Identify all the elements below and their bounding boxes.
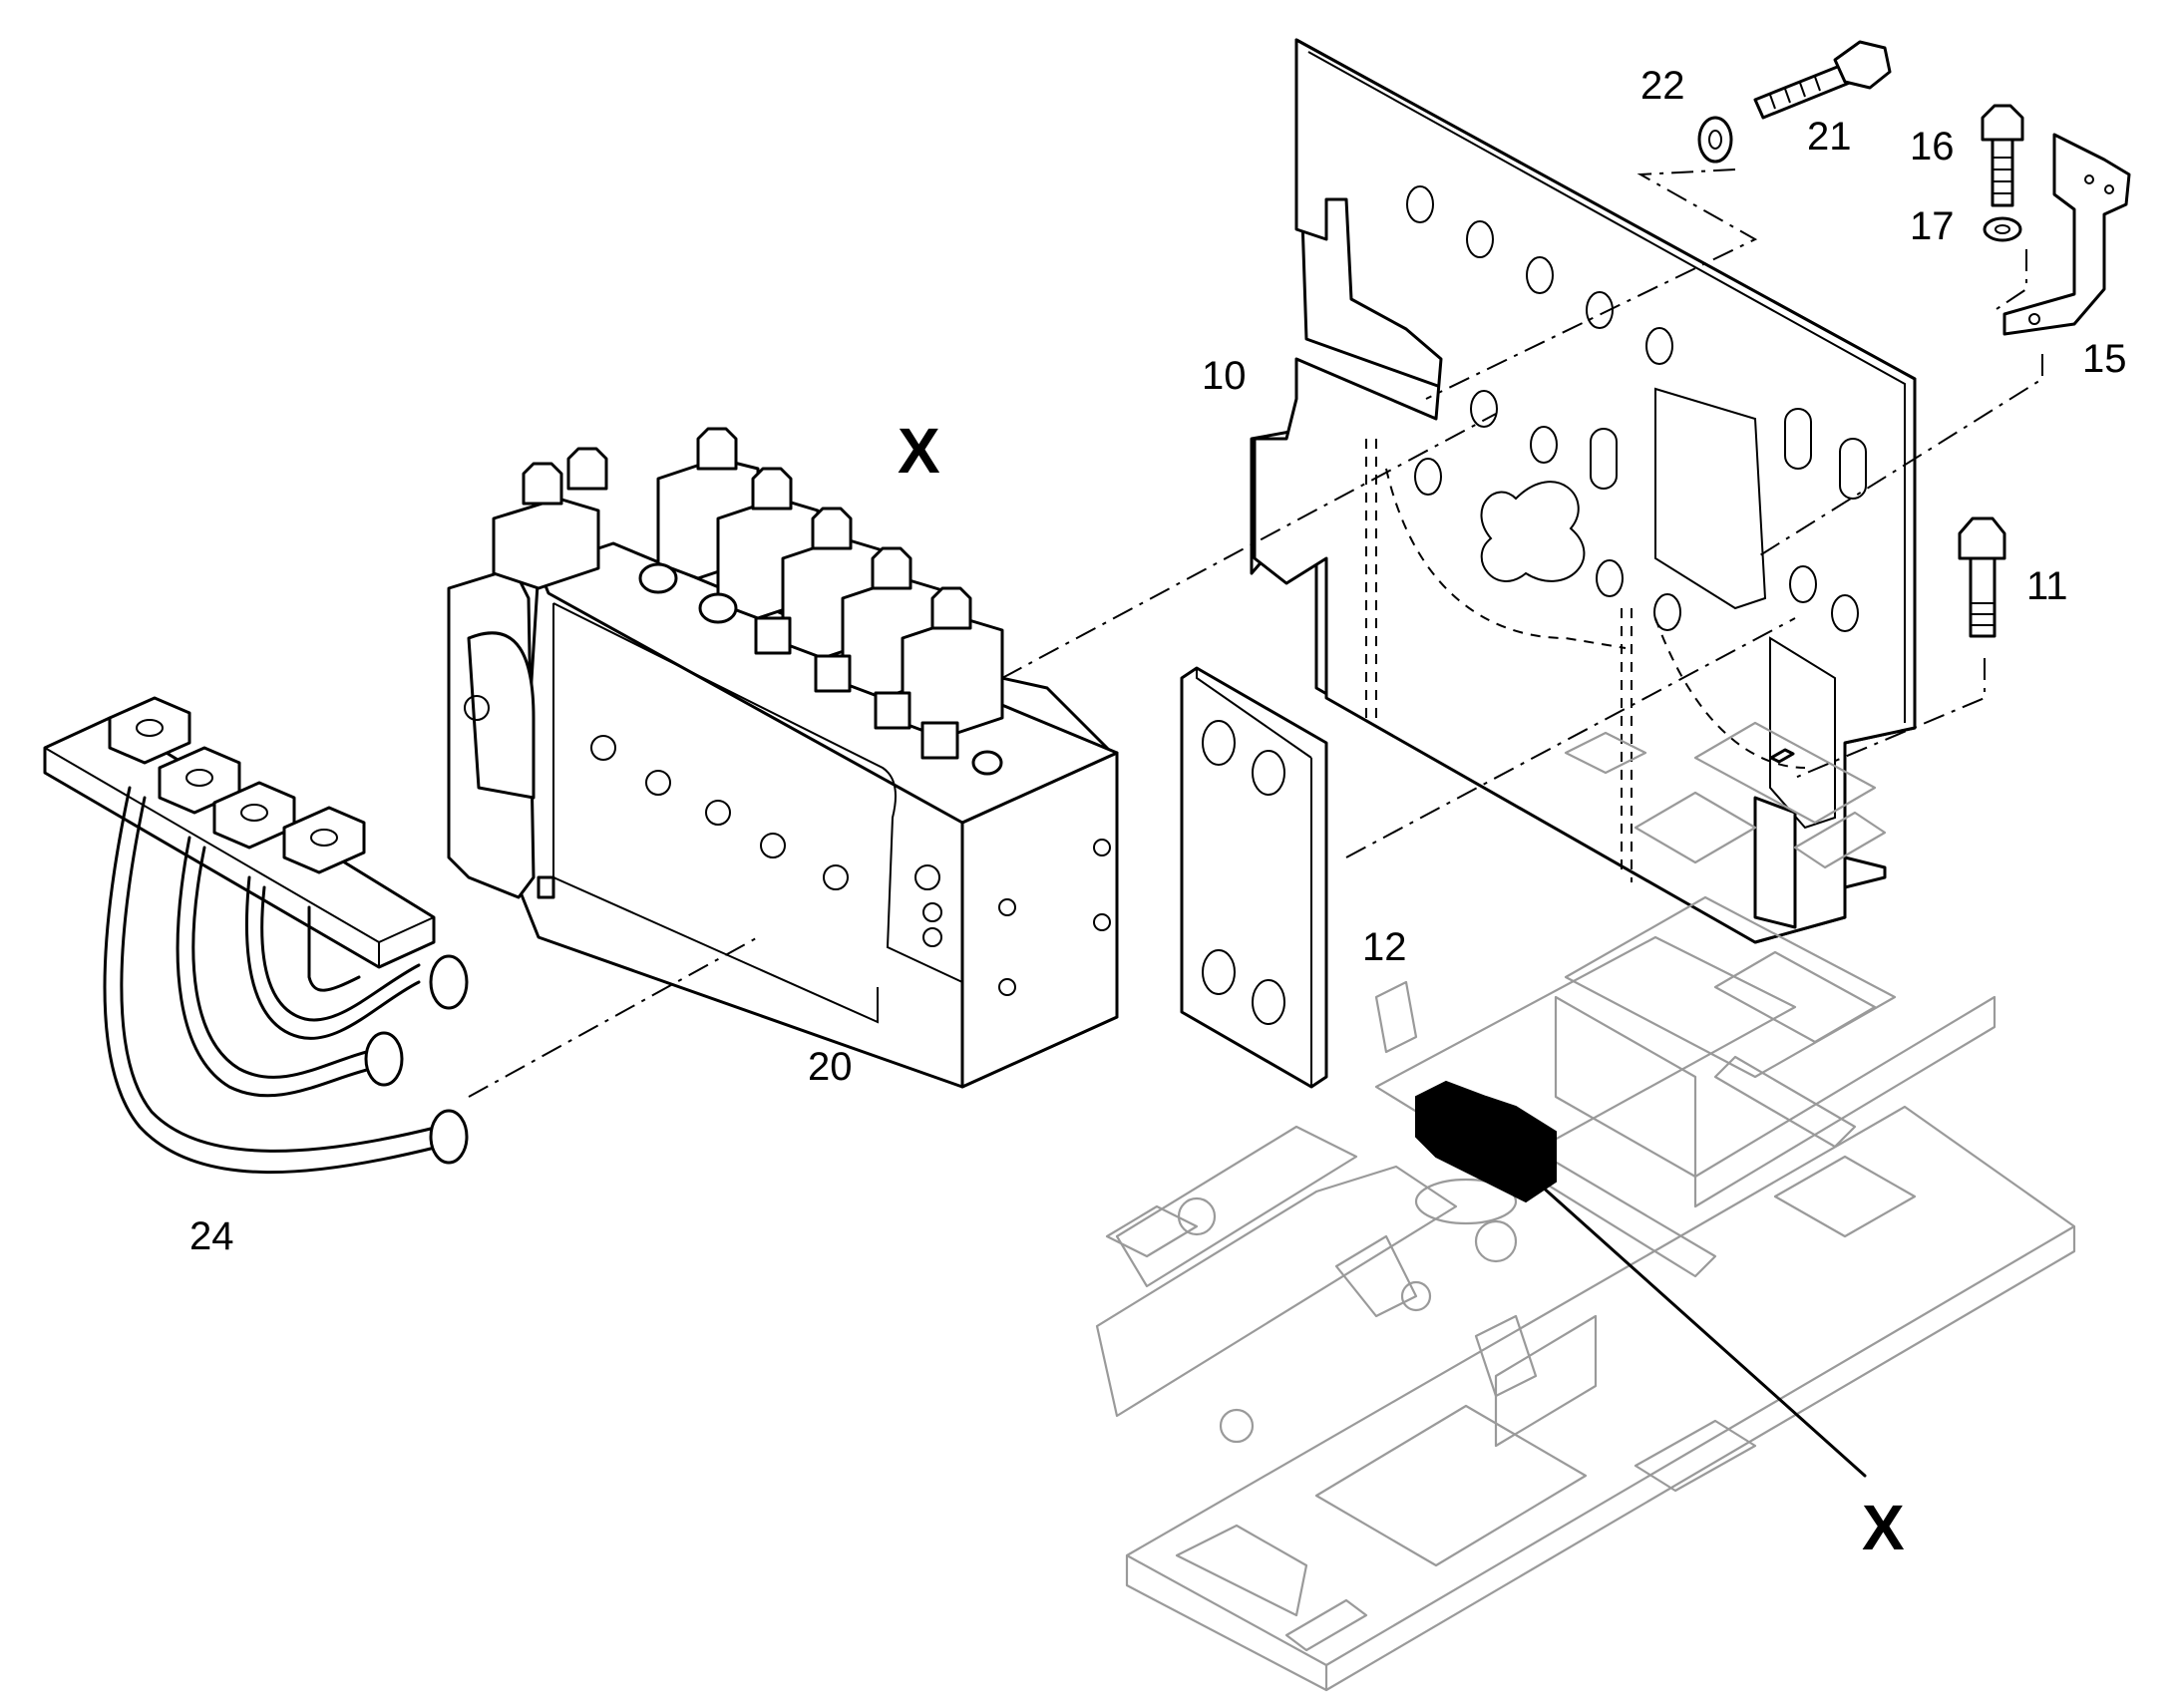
valve-fittings	[638, 562, 1003, 776]
callout-17: 17	[1910, 204, 1955, 248]
manifold-24	[43, 696, 469, 1175]
callout-21: 21	[1807, 115, 1852, 159]
valve-end-section	[447, 447, 608, 899]
bolt-11	[1958, 516, 2006, 638]
callout-24: 24	[189, 1214, 234, 1258]
valve-face-bolts	[590, 735, 1111, 996]
callout-11: 11	[2026, 564, 2068, 608]
callout-15: 15	[2082, 337, 2127, 381]
callout-12: 12	[1362, 925, 1407, 969]
washer-17	[1983, 216, 2022, 242]
bolt-16	[1981, 104, 2024, 207]
manifold-flanges	[108, 696, 366, 874]
callout-16: 16	[1910, 125, 1955, 169]
bracket-15	[2002, 133, 2131, 336]
pipe-end-fittings	[364, 954, 469, 1165]
manifold-pipes	[103, 786, 441, 1175]
detail-marker-x-frame: X	[1862, 1492, 1905, 1563]
control-valve-20	[447, 427, 1119, 1089]
valve-spool-caps	[656, 427, 1004, 740]
mounting-plate-10	[1250, 38, 1917, 944]
washer-22	[1697, 116, 1733, 164]
bolt-21	[1753, 40, 1892, 120]
plate-holes	[1406, 185, 1867, 830]
machine-frame-overview	[1095, 721, 2076, 1692]
callout-10: 10	[1202, 354, 1247, 398]
shim-plate-12	[1180, 666, 1328, 1089]
callout-22: 22	[1640, 64, 1685, 108]
callout-20: 20	[808, 1045, 853, 1089]
highlighted-valve-location	[1415, 1080, 1557, 1203]
detail-marker-x: X	[898, 415, 940, 487]
